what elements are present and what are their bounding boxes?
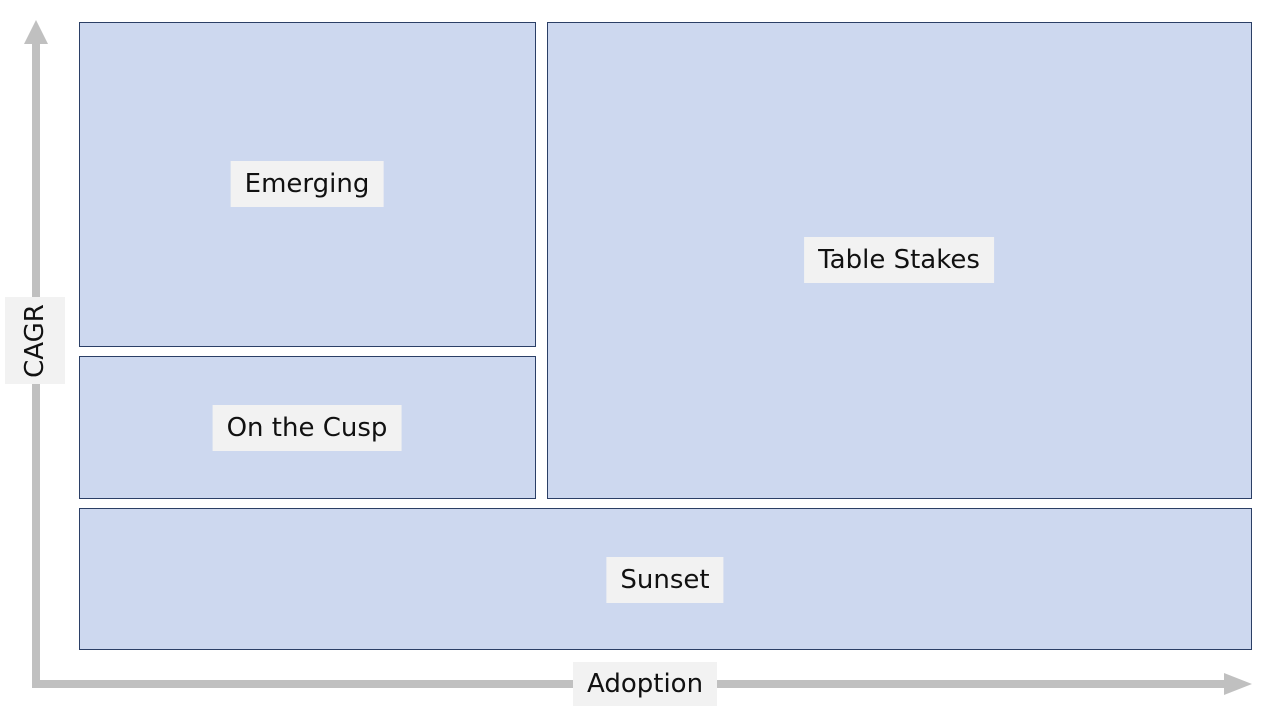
on-the-cusp-label: On the Cusp [212,405,402,451]
y-axis-arrowhead [24,20,48,44]
y-axis-label-box: CAGR [5,297,65,384]
x-axis-arrowhead [1224,673,1252,695]
y-axis-label: CAGR [20,303,50,378]
sunset-label: Sunset [606,557,724,603]
x-axis-label: Adoption [573,662,718,706]
emerging-label: Emerging [230,161,384,207]
table-stakes-label: Table Stakes [804,237,994,283]
